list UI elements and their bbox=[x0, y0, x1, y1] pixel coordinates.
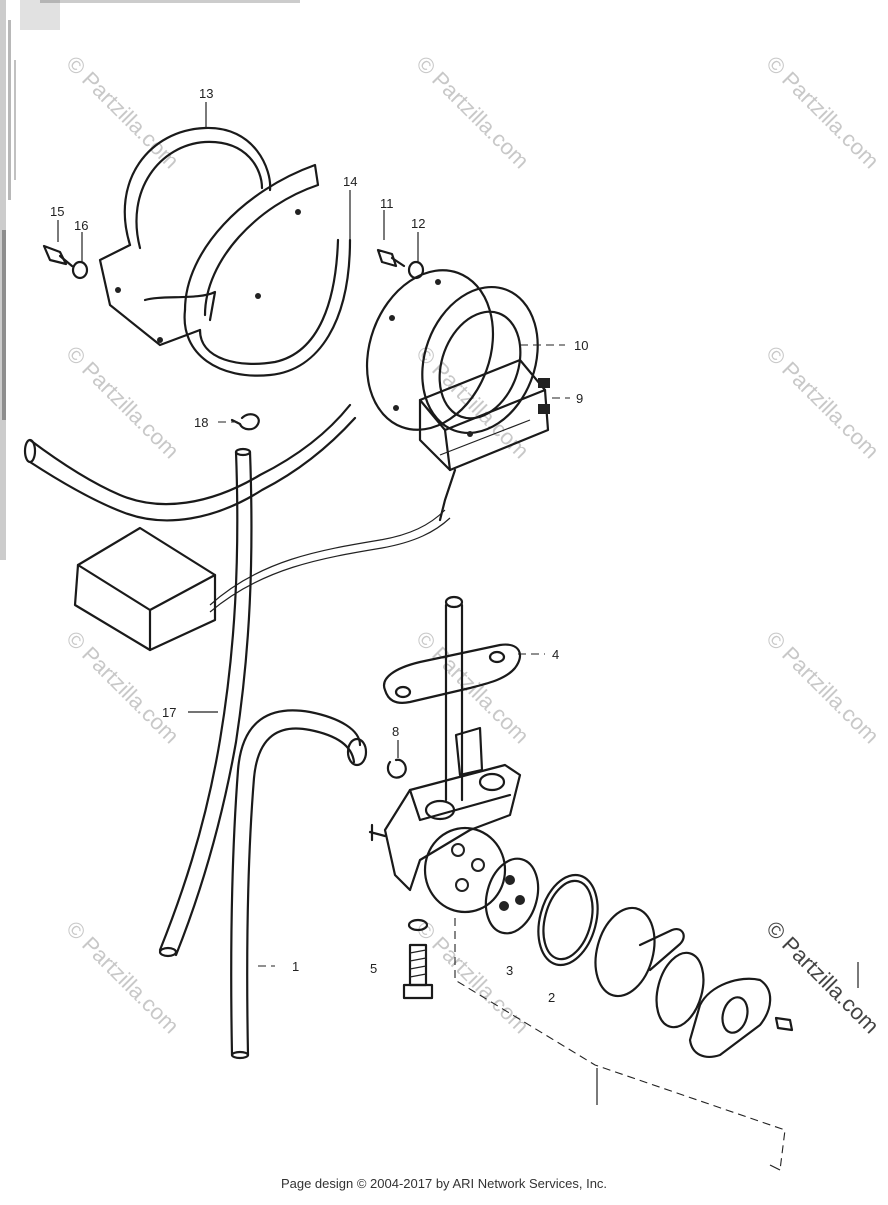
watermark: © Partzilla.com bbox=[761, 51, 884, 174]
leader-lines bbox=[57, 102, 859, 1171]
callout-18: 18 bbox=[194, 415, 208, 430]
watermark: © Partzilla.com bbox=[61, 626, 184, 749]
watermark: © Partzilla.com bbox=[411, 916, 534, 1039]
fuel-valve-body bbox=[368, 763, 522, 914]
page-footer: Page design © 2004-2017 by ARI Network S… bbox=[280, 1176, 608, 1191]
pickup-tube bbox=[444, 595, 484, 802]
callout-1: 1 bbox=[292, 959, 299, 974]
part-16-washer bbox=[71, 260, 89, 280]
callout-8: 8 bbox=[392, 724, 399, 739]
watermark: © Partzilla.com bbox=[761, 916, 884, 1039]
callout-4: 4 bbox=[552, 647, 559, 662]
part-17-hose bbox=[158, 447, 253, 958]
callout-5: 5 bbox=[370, 961, 377, 976]
callout-2: 2 bbox=[548, 990, 555, 1005]
watermark: © Partzilla.com bbox=[761, 626, 884, 749]
part-18-clip bbox=[230, 413, 260, 431]
callout-10: 10 bbox=[574, 338, 588, 353]
part-15-screw bbox=[42, 244, 74, 268]
callout-11: 11 bbox=[380, 196, 394, 211]
part-1-fuel-hose bbox=[230, 709, 368, 1060]
part-11-screw bbox=[376, 248, 406, 268]
callout-12: 12 bbox=[411, 216, 425, 231]
callout-3: 3 bbox=[506, 963, 513, 978]
watermark-layer: © Partzilla.com © Partzilla.com © Partzi… bbox=[61, 51, 884, 1039]
watermark: © Partzilla.com bbox=[411, 51, 534, 174]
cover-screw bbox=[774, 1016, 794, 1032]
watermark: © Partzilla.com bbox=[761, 341, 884, 464]
cover-plate bbox=[688, 977, 772, 1058]
part-14-half-ring bbox=[115, 163, 352, 377]
callout-13: 13 bbox=[199, 86, 213, 101]
valve-lever bbox=[594, 906, 685, 998]
callout-9: 9 bbox=[576, 391, 583, 406]
connector-box bbox=[73, 526, 217, 652]
callout-15: 15 bbox=[50, 204, 64, 219]
callout-labels: 13 14 15 16 11 12 10 9 18 17 4 8 1 5 3 2 bbox=[50, 86, 588, 1005]
part-5-bolt bbox=[402, 918, 434, 1000]
callout-17: 17 bbox=[162, 705, 176, 720]
part-3-diaphragm bbox=[484, 857, 540, 935]
part-2-o-ring bbox=[537, 873, 599, 967]
part-4-gasket bbox=[382, 643, 522, 704]
callout-16: 16 bbox=[74, 218, 88, 233]
watermark: © Partzilla.com bbox=[61, 341, 184, 464]
part-13-strap bbox=[98, 126, 272, 347]
scan-noise bbox=[0, 0, 300, 560]
lever-o-ring bbox=[655, 951, 705, 1029]
callout-14: 14 bbox=[343, 174, 357, 189]
watermark: © Partzilla.com bbox=[61, 51, 184, 174]
part-8-clip bbox=[386, 758, 407, 779]
part-10-gasket bbox=[365, 269, 539, 437]
